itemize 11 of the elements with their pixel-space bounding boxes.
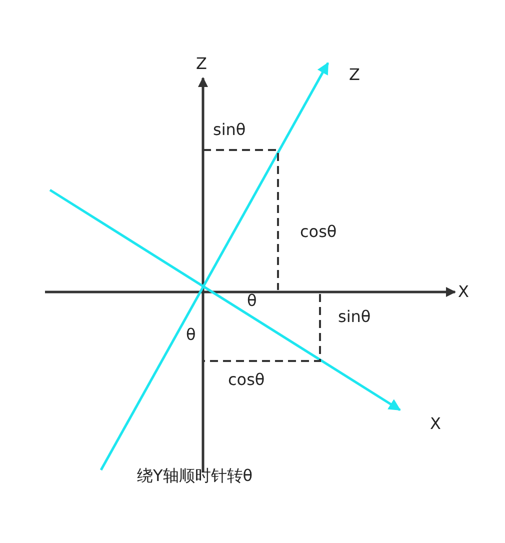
length-label: sinθ (338, 309, 371, 325)
axis-label: Z (196, 56, 207, 72)
length-label: sinθ (213, 122, 246, 138)
angle-label: θ (186, 327, 196, 343)
length-label: cosθ (300, 224, 337, 240)
axis-label: Z (349, 67, 360, 83)
length-label: cosθ (228, 372, 265, 388)
axis-label: X (430, 416, 441, 432)
angle-label: θ (247, 293, 257, 309)
axis-label: X (458, 284, 469, 300)
caption: 绕Y轴顺时针转θ (137, 468, 253, 484)
